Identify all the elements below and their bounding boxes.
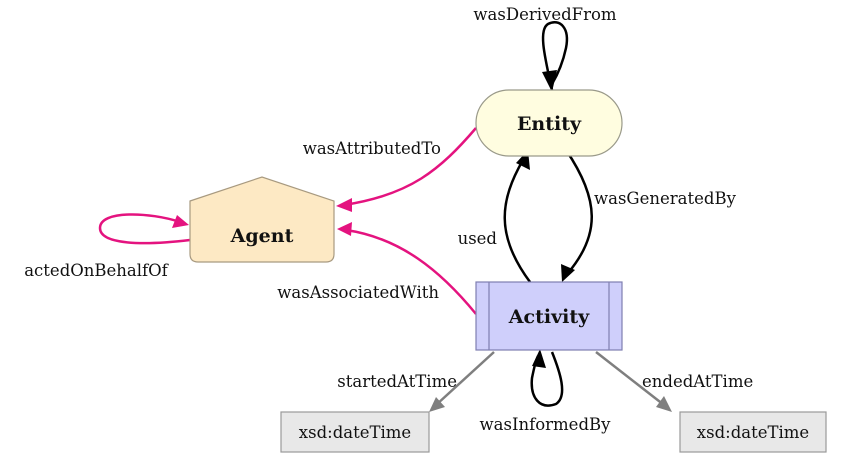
node-end-time-label: xsd:dateTime [697, 423, 809, 442]
edge-label-was-associated-with: wasAssociatedWith [277, 283, 439, 302]
edge-acted-on-behalf-of [98, 213, 191, 245]
edge-label-started-at-time: startedAtTime [337, 372, 457, 391]
edge-was-associated-with [337, 222, 477, 315]
edge-was-derived-from [541, 21, 569, 92]
edge-label-acted-on-behalf-of: actedOnBehalfOf [24, 261, 169, 280]
edge-started-at-time [429, 351, 495, 412]
edge-label-was-informed-by: wasInformedBy [480, 415, 612, 434]
node-entity-label: Entity [517, 113, 582, 135]
edge-was-attributed-to [336, 127, 477, 212]
node-start-time[interactable]: xsd:dateTime [280, 411, 430, 453]
node-entity[interactable]: Entity [475, 89, 623, 157]
edge-label-used: used [458, 229, 498, 248]
node-activity-label: Activity [508, 306, 590, 328]
edge-ended-at-time [595, 351, 672, 412]
edge-label-ended-at-time: endedAtTime [642, 372, 753, 391]
node-agent-label: Agent [230, 225, 294, 247]
node-agent[interactable]: Agent [189, 176, 335, 263]
edge-was-generated-by [561, 149, 593, 282]
node-start-time-label: xsd:dateTime [299, 423, 411, 442]
edge-used [503, 150, 532, 283]
edge-label-was-derived-from: wasDerivedFrom [473, 5, 617, 24]
edge-was-informed-by [530, 349, 564, 407]
edge-label-was-generated-by: wasGeneratedBy [594, 189, 737, 208]
edge-label-was-attributed-to: wasAttributedTo [303, 139, 441, 158]
node-activity[interactable]: Activity [475, 281, 623, 351]
node-end-time[interactable]: xsd:dateTime [679, 411, 827, 453]
